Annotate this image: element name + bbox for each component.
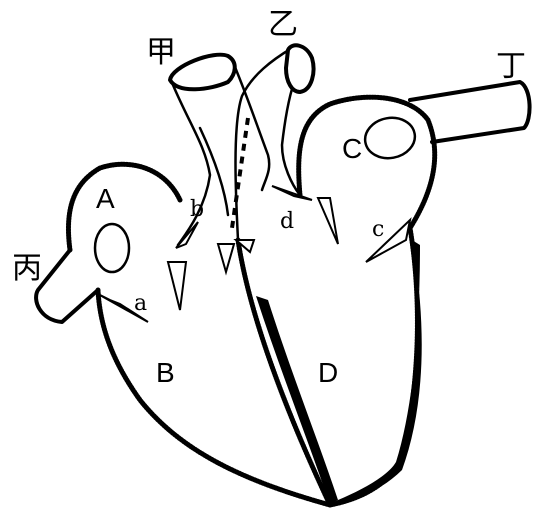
heart-outline (68, 97, 434, 505)
opening-C (362, 114, 418, 162)
valve-mid-left (218, 244, 234, 272)
opening-A (95, 224, 129, 272)
vessel-ding (410, 82, 530, 142)
ventricle-wall (256, 240, 422, 505)
label-ding: 丁 (496, 50, 526, 83)
vessel-jia (170, 55, 269, 245)
vessel-bing (36, 250, 98, 322)
label-bing: 丙 (12, 252, 42, 285)
valve-label-c: c (372, 217, 384, 242)
label-yi: 乙 (268, 8, 298, 41)
valve-b (168, 222, 198, 310)
valve-label-a: a (134, 291, 147, 316)
chamber-D: D (318, 357, 338, 388)
chamber-C: C (342, 133, 362, 164)
chamber-B: B (156, 357, 175, 388)
valve-label-d: d (280, 209, 294, 234)
label-jia: 甲 (146, 36, 176, 69)
valve-label-b: b (190, 197, 204, 222)
chamber-A: A (96, 183, 115, 214)
